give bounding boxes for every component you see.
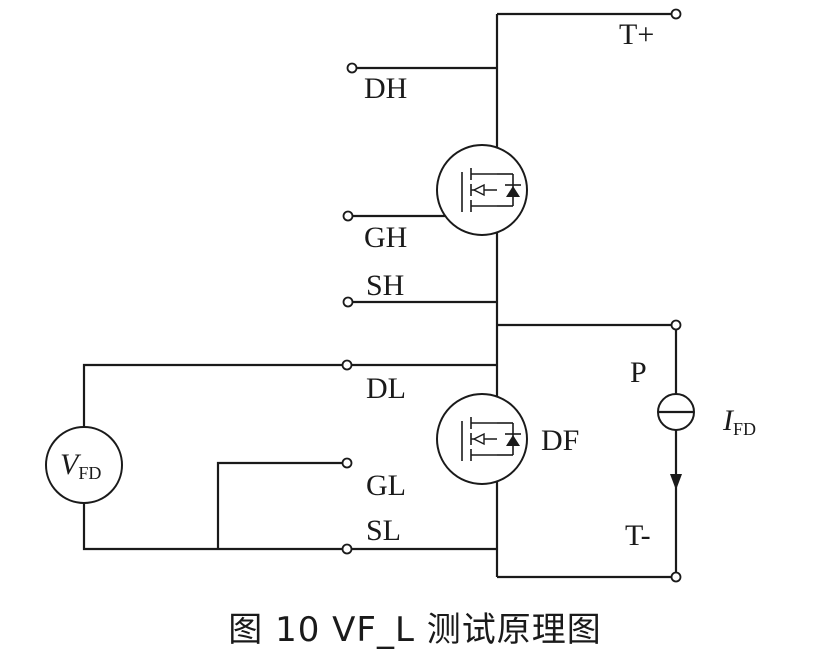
figure-caption: 图 10 VF_L 测试原理图 [228,610,602,650]
current-source-symbol [657,393,695,431]
sl-wire [82,492,497,551]
gh-terminal [342,210,354,222]
high-side-mosfet-symbol [436,144,528,236]
current-source-subscript: FD [733,419,756,439]
p-label: P [630,356,647,389]
current-source-label: IFD [722,404,756,439]
dh-label: DH [364,72,407,105]
voltmeter-subscript: FD [78,463,101,483]
dl-wire [82,363,497,438]
t-minus-terminal [670,571,682,583]
voltmeter-symbol [45,426,123,504]
t-minus-label: T- [625,519,651,552]
gl-wire [216,461,347,549]
dl-terminal [341,359,353,371]
p-terminal [670,319,682,331]
diode-label: DF [541,424,579,457]
voltmeter-symbol-letter: V [60,448,82,481]
gl-terminal [341,457,353,469]
current-source-symbol-letter: I [722,404,735,437]
sl-label: SL [366,514,401,547]
dl-label: DL [366,372,406,405]
gh-label: GH [364,221,407,254]
t-plus-terminal [670,8,682,20]
sh-label: SH [366,269,404,302]
sl-terminal [341,543,353,555]
vf-l-test-circuit: VFD IFD T+ DH GH SH P DL DF GL SL T- [45,8,756,583]
gl-label: GL [366,469,406,502]
current-direction-arrow [670,474,682,490]
low-side-mosfet-symbol [436,393,528,485]
voltmeter-label: VFD [60,448,101,483]
sh-terminal [342,296,354,308]
t-plus-label: T+ [619,18,654,51]
dh-terminal [346,62,358,74]
